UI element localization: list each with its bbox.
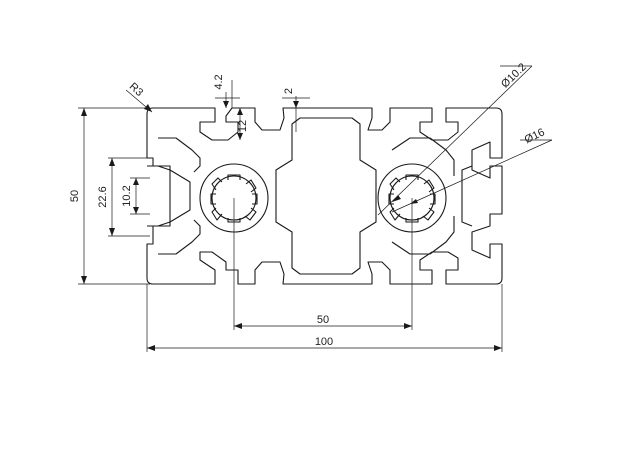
dim-lip-thickness: 4.2 bbox=[213, 74, 225, 89]
dim-bore-diameter: Ø10.2 bbox=[499, 61, 529, 90]
dim-inner-slot-height: 22.6 bbox=[97, 186, 109, 207]
profile-outline bbox=[146, 107, 503, 285]
dimension-labels: 50 22.6 10.2 4.2 12 2 R3 50 100 Ø10.2 Ø1… bbox=[69, 61, 547, 348]
dim-overall-height: 50 bbox=[69, 190, 81, 202]
dim-slot-depth: 12 bbox=[237, 120, 249, 132]
dim-overall-width: 100 bbox=[315, 336, 333, 348]
dim-bore-spacing: 50 bbox=[317, 314, 329, 326]
dim-slot-opening: 10.2 bbox=[121, 185, 133, 206]
dim-wall-thickness: 2 bbox=[283, 88, 295, 94]
dimension-lines bbox=[78, 65, 553, 352]
dim-corner-radius: R3 bbox=[127, 81, 145, 99]
dim-outer-diameter: Ø16 bbox=[523, 126, 547, 146]
